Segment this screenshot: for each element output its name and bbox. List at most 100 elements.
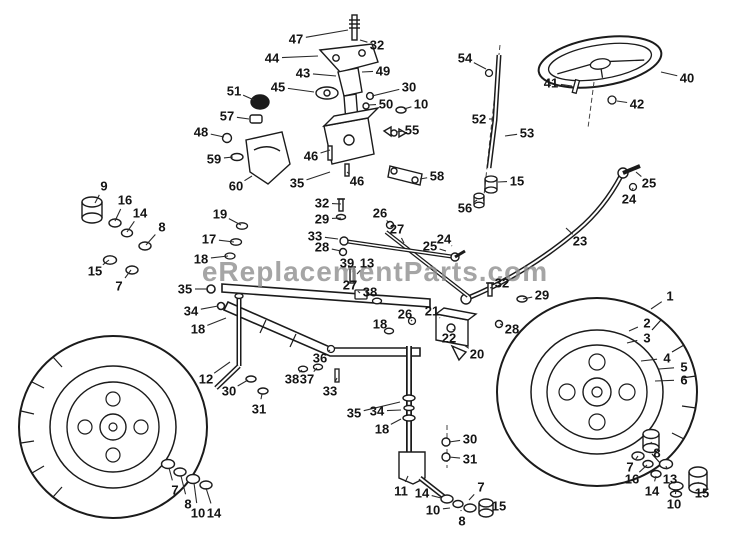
leader-line: [489, 286, 493, 289]
leader-line: [403, 106, 412, 110]
leader-line: [635, 455, 639, 460]
part-callout-60: 60: [229, 179, 243, 194]
part-callout-18: 18: [194, 252, 208, 267]
tie-rod-nut: [628, 182, 638, 192]
part-callout-13: 13: [663, 472, 677, 487]
bushing-15r: [688, 466, 708, 494]
leader-line: [287, 87, 315, 93]
nut-34: [216, 301, 226, 311]
part-callout-40: 40: [680, 71, 694, 86]
part-callout-30: 30: [463, 432, 477, 447]
leader-line: [442, 507, 451, 510]
part-callout-44: 44: [265, 51, 280, 66]
part-callout-48: 48: [194, 125, 208, 140]
part-callout-23: 23: [573, 234, 587, 249]
leader-line: [674, 489, 677, 495]
washer-8b: [452, 499, 464, 509]
steering-wheel-hardware: [571, 78, 617, 129]
leader-line: [654, 475, 657, 482]
leader-line: [665, 465, 668, 470]
part-callout-3: 3: [643, 331, 650, 346]
leader-line: [218, 239, 235, 243]
leader-line: [334, 377, 338, 383]
leader-line: [242, 94, 255, 101]
part-callout-8: 8: [184, 497, 191, 512]
part-callout-29: 29: [315, 212, 329, 227]
washer-7a: [125, 265, 139, 275]
leader-line: [448, 456, 461, 459]
leader-line: [320, 149, 331, 154]
leader-line: [565, 227, 574, 235]
part-callout-59: 59: [207, 152, 221, 167]
part-callout-10: 10: [191, 506, 205, 521]
leader-line: [631, 187, 634, 190]
steering-wheel: [537, 35, 663, 89]
part-callout-32: 32: [495, 276, 509, 291]
leader-line: [145, 234, 156, 246]
part-callout-45: 45: [271, 80, 285, 95]
right-front-wheel: [496, 297, 698, 487]
part-callout-9: 9: [100, 179, 107, 194]
wing-nut-55: [382, 125, 408, 139]
leader-line: [281, 55, 319, 59]
part-callout-38: 38: [285, 372, 299, 387]
part-callout-26: 26: [373, 206, 387, 221]
shaft-bushing-15: [484, 175, 498, 194]
part-callout-6: 6: [680, 373, 687, 388]
part-callout-49: 49: [376, 64, 390, 79]
leader-line: [628, 326, 639, 332]
part-callout-30: 30: [222, 384, 236, 399]
leader-line: [346, 171, 350, 175]
part-callout-5: 5: [680, 360, 687, 375]
washer-16a: [108, 218, 122, 228]
carriage-bolt-46a: [327, 145, 333, 161]
leader-line: [395, 130, 403, 133]
part-callout-34: 34: [184, 304, 199, 319]
leader-line: [439, 248, 447, 252]
leader-line: [560, 83, 573, 87]
part-callout-12: 12: [199, 372, 213, 387]
part-callout-7: 7: [171, 483, 178, 498]
part-callout-35: 35: [347, 406, 361, 421]
part-callout-16: 16: [118, 193, 132, 208]
leader-line: [431, 495, 442, 499]
part-callout-14: 14: [645, 484, 660, 499]
part-callout-4: 4: [663, 351, 671, 366]
steering-column-assembly: [315, 14, 408, 177]
part-callout-18: 18: [373, 317, 387, 332]
leader-line: [654, 379, 675, 382]
leader-line: [404, 475, 409, 483]
left-front-wheel: [18, 335, 208, 519]
leader-line: [299, 369, 303, 373]
part-callout-56: 56: [458, 201, 472, 216]
leader-line: [650, 301, 663, 310]
washer-14a: [120, 228, 134, 238]
knob-and-cover: [221, 94, 291, 185]
leader-line: [473, 199, 478, 203]
spindle-bracket-11: [398, 451, 426, 485]
leader-line: [207, 317, 227, 326]
watermark: eReplacementParts.com: [202, 256, 548, 287]
bellcrank-58: [387, 165, 423, 186]
leader-line: [697, 481, 700, 484]
leader-line: [205, 487, 212, 504]
leader-line: [237, 379, 249, 387]
leader-line: [168, 467, 173, 481]
right-tire-tread: [651, 319, 697, 465]
part-callout-46: 46: [350, 174, 364, 189]
leader-line: [390, 418, 402, 425]
bushing-10: [395, 106, 407, 114]
part-callout-7: 7: [626, 460, 633, 475]
part-callout-7: 7: [477, 480, 484, 495]
drag-link: [384, 230, 470, 298]
left-hub-hardware-bottom: [160, 458, 213, 490]
part-callout-29: 29: [535, 288, 549, 303]
leader-line: [638, 464, 648, 473]
right-spindle: [398, 346, 494, 518]
leader-line: [504, 133, 518, 137]
part-callout-14: 14: [415, 486, 430, 501]
leader-line: [244, 175, 253, 182]
part-callout-57: 57: [220, 109, 234, 124]
spacer-57: [249, 114, 263, 124]
leader-line: [312, 73, 337, 77]
